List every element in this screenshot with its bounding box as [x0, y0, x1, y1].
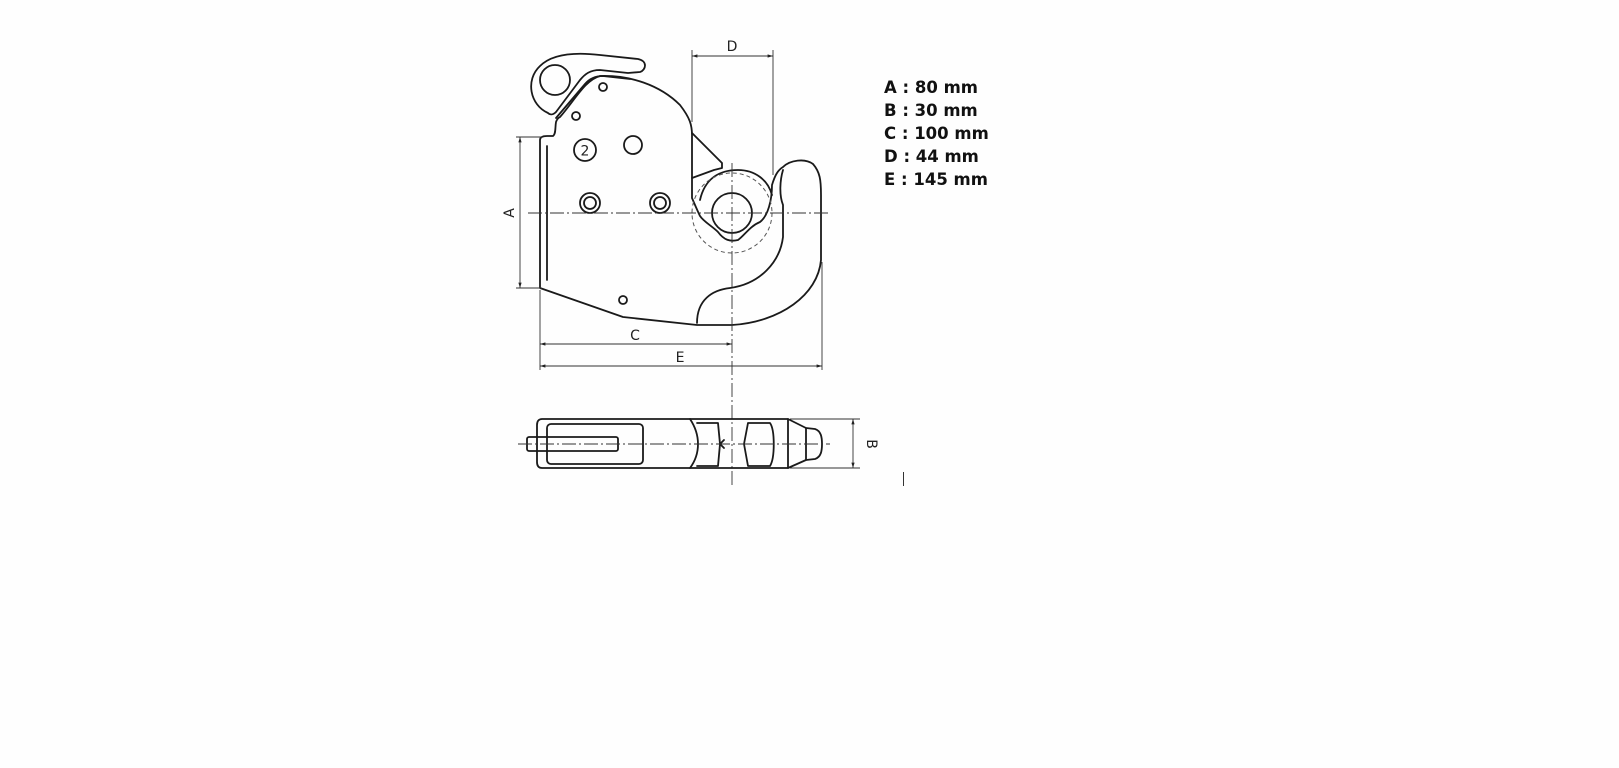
hole — [571, 111, 581, 121]
dimension-c-label: C — [630, 328, 640, 344]
rivet — [579, 192, 601, 214]
hole — [598, 82, 608, 92]
dimension-d-label: D — [727, 39, 738, 55]
hole — [623, 135, 643, 155]
part-number-circle — [573, 138, 597, 162]
part-number: 2 — [581, 144, 590, 160]
spec-e: E : 145 mm — [884, 170, 988, 189]
side-view: 2 — [528, 52, 830, 485]
latch-triangle — [691, 132, 723, 179]
hole — [618, 295, 628, 305]
text-cursor — [903, 472, 904, 486]
top-view — [518, 418, 830, 469]
spec-c: C : 100 mm — [884, 124, 989, 143]
lifting-eye-plate — [530, 52, 646, 116]
dimension-b-label: B — [863, 439, 879, 449]
dimensions: D A C E B — [502, 39, 879, 469]
lifting-eye-hole — [539, 64, 571, 96]
spec-a: A : 80 mm — [884, 78, 978, 97]
spec-d: D : 44 mm — [884, 147, 979, 166]
hook-body-outline — [539, 75, 822, 326]
rivet — [649, 192, 671, 214]
dimension-e-label: E — [676, 350, 685, 366]
top-view-outline — [536, 418, 823, 469]
dimension-specs: A : 80 mm B : 30 mm C : 100 mm D : 44 mm… — [884, 76, 989, 191]
spec-b: B : 30 mm — [884, 101, 978, 120]
dimension-a-label: A — [502, 208, 518, 218]
